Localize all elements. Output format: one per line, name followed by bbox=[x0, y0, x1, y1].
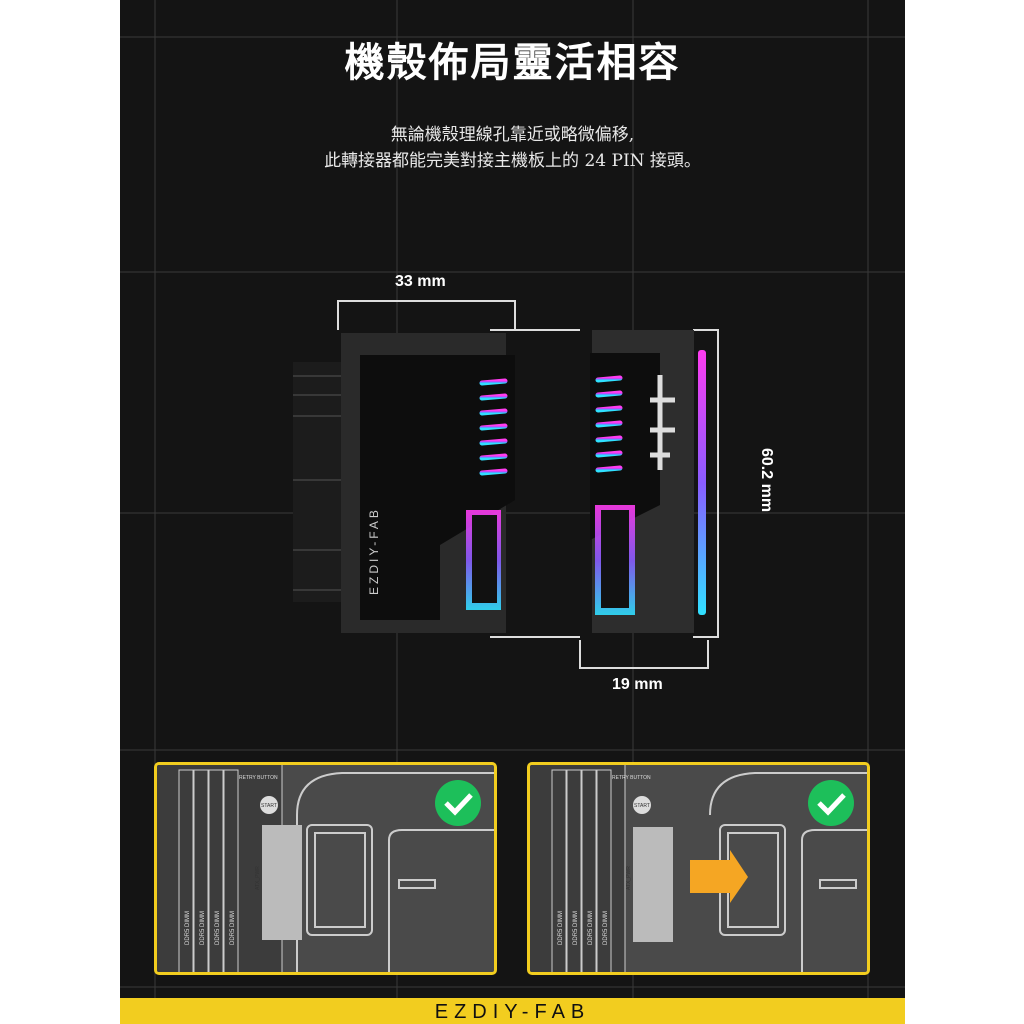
install-panel-offset: RETRY BUTTON START ATX_PWR DDR5 DIMM DDR5… bbox=[527, 762, 870, 975]
diagram-label: DDR5 DIMM bbox=[200, 911, 206, 945]
check-icon bbox=[808, 780, 854, 826]
motherboard-diagram: RETRY BUTTON START ATX_PWR DDR5 DIMM DDR5… bbox=[157, 765, 494, 972]
logo-icon bbox=[650, 375, 675, 470]
retry-label: RETRY BUTTON bbox=[239, 775, 278, 781]
product-page: 機殼佈局靈活相容 無論機殼理線孔靠近或略微偏移, 此轉接器都能完美對接主機板上的… bbox=[120, 0, 905, 1024]
diagram-label: DDR5 DIMM bbox=[588, 911, 594, 945]
arrow-right-icon bbox=[690, 850, 748, 903]
install-panel-near: RETRY BUTTON START ATX_PWR DDR5 DIMM DDR5… bbox=[154, 762, 497, 975]
subtitle-line-1: 無論機殼理線孔靠近或略微偏移, bbox=[390, 125, 635, 145]
start-label: START bbox=[261, 803, 277, 809]
adapter-brand-text: EZDIY-FAB bbox=[367, 507, 381, 595]
diagram-label: DDR5 DIMM bbox=[230, 911, 236, 945]
width-dimension: 33 mm bbox=[395, 273, 446, 290]
start-label: START bbox=[634, 803, 650, 809]
retry-label: RETRY BUTTON bbox=[612, 775, 651, 781]
height-dimension: 60.2 mm bbox=[758, 448, 775, 513]
check-icon bbox=[435, 780, 481, 826]
footer-brand: EZDIY-FAB bbox=[120, 998, 905, 1024]
adapter-side-view: EZDIY-FAB bbox=[293, 333, 515, 633]
adapter-front-view bbox=[590, 330, 706, 633]
subtitle-line-2: 此轉接器都能完美對接主機板上的 24 PIN 接頭。 bbox=[324, 151, 701, 171]
diagram-label: DDR5 DIMM bbox=[185, 911, 191, 945]
depth-dimension: 19 mm bbox=[612, 676, 663, 693]
diagram-label: DDR5 DIMM bbox=[603, 911, 609, 945]
dimension-lines bbox=[337, 300, 719, 669]
page-title: 機殼佈局靈活相容 bbox=[344, 39, 681, 86]
diagram-label: DDR5 DIMM bbox=[573, 911, 579, 945]
diagram-label: DDR5 DIMM bbox=[558, 911, 564, 945]
motherboard-diagram: RETRY BUTTON START ATX_PWR DDR5 DIMM DDR5… bbox=[530, 765, 867, 972]
diagram-label: DDR5 DIMM bbox=[215, 911, 221, 945]
atx-label: ATX_PWR bbox=[255, 866, 261, 890]
product-illustration: EZDIY-FAB bbox=[293, 300, 719, 669]
atx-label: ATX_PWR bbox=[626, 866, 632, 890]
